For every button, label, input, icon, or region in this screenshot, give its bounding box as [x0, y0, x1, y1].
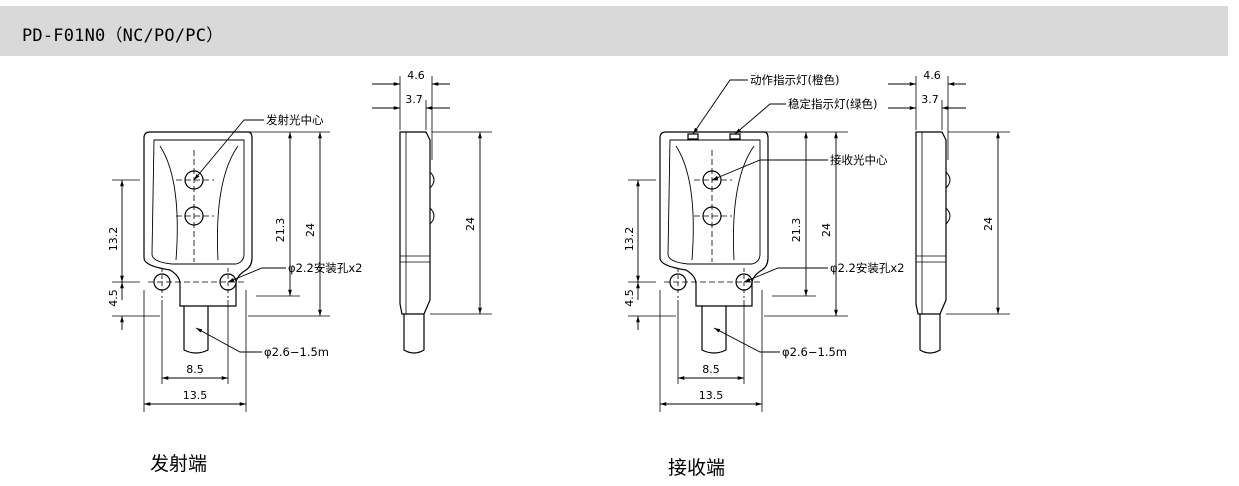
receiver-action-led-label: 动作指示灯(橙色)	[750, 73, 839, 87]
receiver-front-view	[628, 79, 848, 412]
receiver-side-labels: 4.6 3.7 24	[921, 69, 995, 231]
emitter-lens-left	[159, 145, 178, 261]
receiver-side-view	[888, 76, 1010, 354]
emitter-dim-4-5: 4.5	[107, 289, 120, 307]
receiver-stable-led	[729, 133, 741, 140]
receiver-dim-13-5: 13.5	[699, 389, 724, 402]
receiver-side-dim-24: 24	[982, 217, 995, 231]
emitter-cable-label: φ2.6−1.5m	[264, 345, 329, 359]
receiver-dim-4-5: 4.5	[623, 289, 636, 307]
receiver-light-center-label: 接收光中心	[830, 153, 888, 167]
receiver-dim-13-2: 13.2	[623, 227, 636, 252]
receiver-side-body	[915, 131, 947, 315]
emitter-side-dim-3-7: 3.7	[405, 93, 423, 106]
receiver-mount-hole-label: φ2.2安装孔x2	[830, 261, 905, 275]
emitter-body-inner	[151, 139, 245, 265]
emitter-side-dim-24: 24	[464, 217, 477, 231]
emitter-mount-hole-label: φ2.2安装孔x2	[288, 261, 363, 275]
receiver-side-cable	[919, 314, 941, 354]
receiver-dim-21-3: 21.3	[790, 218, 803, 243]
emitter-side-labels: 4.6 3.7 24	[405, 69, 477, 231]
receiver-side-dim-3-7: 3.7	[921, 93, 939, 106]
receiver-dim-8-5: 8.5	[702, 363, 720, 376]
page-title: PD-F01N0（NC/PO/PC）	[22, 26, 224, 46]
emitter-cable	[183, 306, 209, 354]
emitter-front-labels: 发射光中心 φ2.2安装孔x2 φ2.6−1.5m 13.2 4.5 21.3 …	[107, 113, 363, 402]
header-bar: PD-F01N0（NC/PO/PC）	[0, 6, 1228, 56]
receiver-side-dim-4-6: 4.6	[923, 69, 941, 82]
receiver-body-inner	[667, 139, 761, 265]
emitter-caption: 发射端	[150, 453, 207, 475]
emitter-side-dim-4-6: 4.6	[407, 69, 425, 82]
emitter-side-view	[372, 76, 492, 354]
emitter-dim-8-5: 8.5	[186, 363, 204, 376]
emitter-body-outline	[143, 131, 253, 307]
receiver-front-labels: 动作指示灯(橙色) 稳定指示灯(绿色) 接收光中心 φ2.2安装孔x2 φ2.6…	[623, 73, 905, 402]
emitter-light-center-label: 发射光中心	[266, 113, 324, 127]
receiver-cable	[701, 306, 727, 354]
emitter-side-cable	[403, 314, 425, 354]
emitter-dim-13-5: 13.5	[183, 389, 208, 402]
receiver-caption: 接收端	[668, 457, 725, 479]
receiver-stable-led-label: 稳定指示灯(绿色)	[788, 97, 877, 111]
emitter-dim-21-3: 21.3	[274, 218, 287, 243]
emitter-dim-24: 24	[304, 223, 317, 237]
receiver-cable-label: φ2.6−1.5m	[782, 345, 847, 359]
receiver-dim-24: 24	[820, 223, 833, 237]
receiver-body-outline	[659, 131, 769, 307]
emitter-side-body	[399, 131, 431, 315]
emitter-lens-right	[217, 145, 239, 261]
receiver-action-led	[687, 133, 699, 140]
emitter-dim-13-2: 13.2	[107, 227, 120, 252]
emitter-front-view	[112, 119, 330, 412]
